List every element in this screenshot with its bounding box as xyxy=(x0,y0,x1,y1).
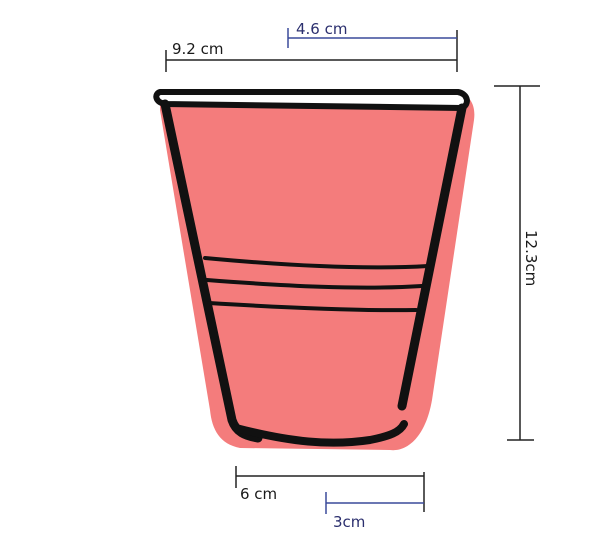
cup-band-3 xyxy=(207,301,418,313)
cup-band-2 xyxy=(205,278,424,290)
cup-bottom xyxy=(232,420,408,447)
bottom-radius-label: 3cm xyxy=(333,513,365,531)
bottom-diameter-label: 6 cm xyxy=(240,485,277,503)
height-label: 12.3cm xyxy=(522,230,540,286)
cup-rim xyxy=(153,89,470,111)
cup-right-wall xyxy=(397,103,467,411)
top-radius-label: 4.6 cm xyxy=(296,20,347,38)
top-diameter-label: 9.2 cm xyxy=(172,40,223,58)
cup-body-fill xyxy=(160,92,475,451)
cup-band-1 xyxy=(203,256,430,270)
